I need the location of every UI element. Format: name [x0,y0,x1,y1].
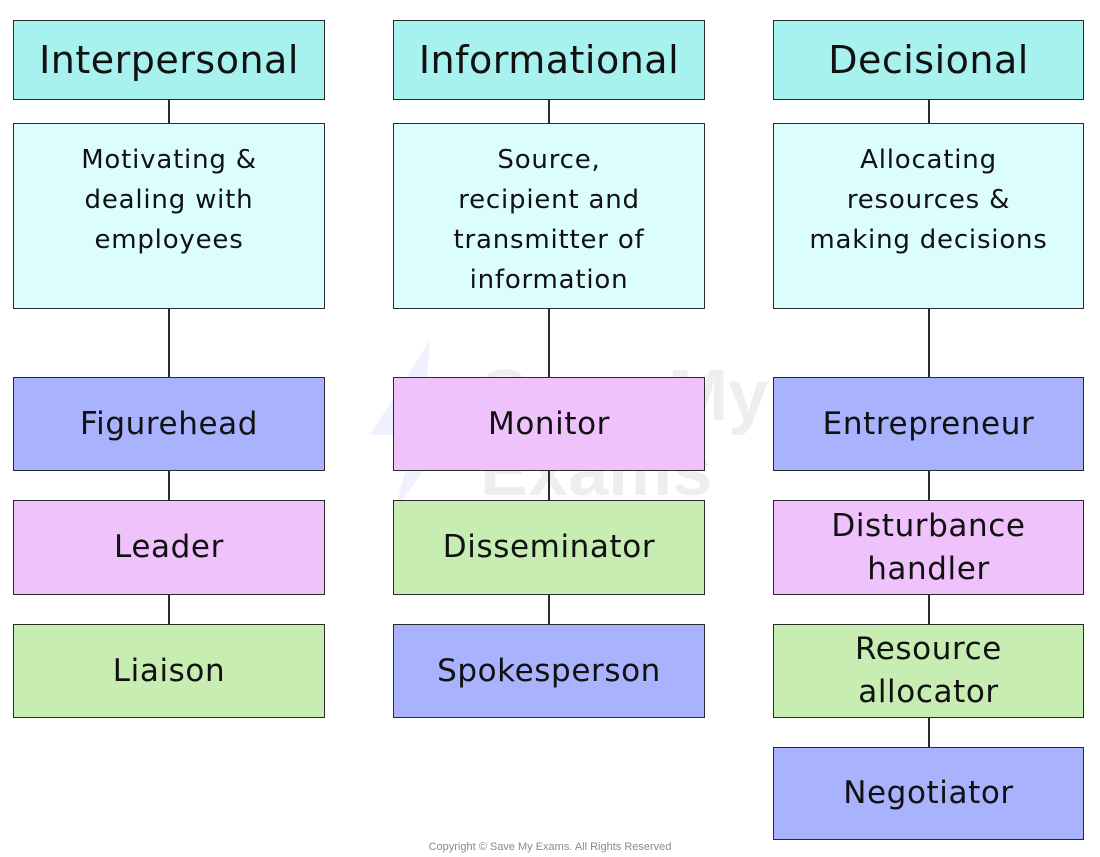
description-line: resources & [846,185,1011,215]
role-liaison: Liaison [13,624,325,718]
role-resource-allocator: Resource allocator [773,624,1084,718]
role-disseminator: Disseminator [393,500,705,595]
connector-line [928,594,930,624]
role-label: Negotiator [843,775,1014,811]
role-label: allocator [858,674,999,710]
role-disturbance-handler: Disturbance handler [773,500,1084,595]
connector-line [168,99,170,123]
description-decisional: Allocating resources & making decisions [773,123,1084,309]
description-line: Source, [497,145,601,175]
header-decisional: Decisional [773,20,1084,100]
description-line: information [469,265,629,295]
role-figurehead: Figurehead [13,377,325,471]
description-line: recipient and [458,185,640,215]
connector-line [548,308,550,377]
role-monitor: Monitor [393,377,705,471]
connector-line [548,594,550,624]
connector-line [548,99,550,123]
role-label: Figurehead [79,405,259,442]
role-label: Leader [114,529,224,565]
role-label: Resource [855,631,1002,667]
connector-line [928,717,930,747]
role-label: Entrepreneur [822,405,1035,442]
role-label: Monitor [487,405,611,442]
connector-line [928,308,930,377]
header-label: Interpersonal [39,38,299,82]
role-leader: Leader [13,500,325,595]
role-label: Spokesperson [437,652,661,689]
description-line: Motivating & [81,145,257,175]
description-line: employees [94,225,244,255]
connector-line [928,99,930,123]
connector-line [168,470,170,500]
description-line: making decisions [809,225,1048,255]
connector-line [928,470,930,500]
connector-line [168,594,170,624]
description-line: Allocating [860,145,997,175]
description-interpersonal: Motivating & dealing with employees [13,123,325,309]
connector-line [548,470,550,500]
description-line: transmitter of [453,225,645,255]
header-label: Decisional [828,38,1029,82]
role-negotiator: Negotiator [773,747,1084,840]
connector-line [168,308,170,377]
header-informational: Informational [393,20,705,100]
copyright-text: Copyright © Save My Exams. All Rights Re… [428,841,672,853]
role-label: handler [867,550,990,587]
header-label: Informational [418,38,680,82]
description-informational: Source, recipient and transmitter of inf… [393,123,705,309]
description-line: dealing with [84,185,254,215]
header-interpersonal: Interpersonal [13,20,325,100]
role-entrepreneur: Entrepreneur [773,377,1084,471]
role-label: Disturbance [831,507,1026,544]
role-spokesperson: Spokesperson [393,624,705,718]
role-label: Disseminator [442,529,656,565]
role-label: Liaison [112,652,226,689]
